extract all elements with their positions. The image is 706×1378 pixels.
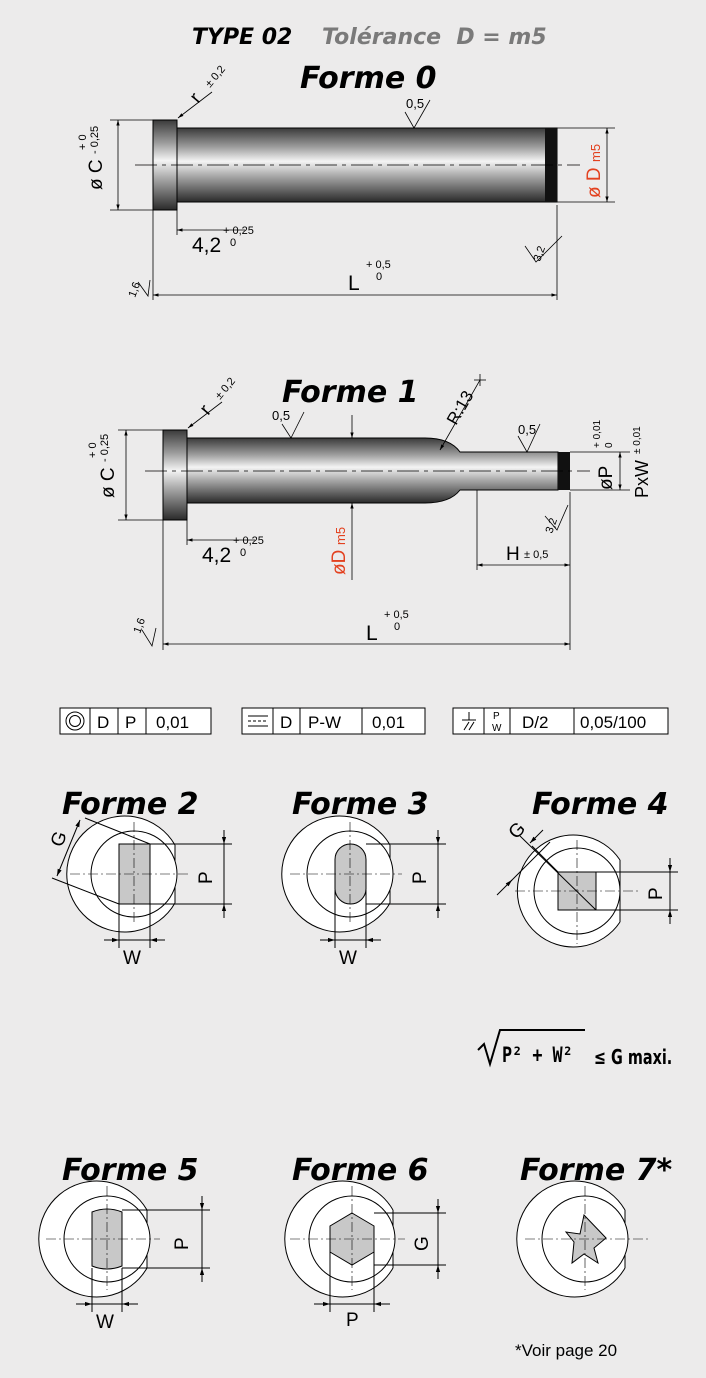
type-label: TYPE 02 — [192, 25, 292, 50]
forme-1-dimensions — [118, 374, 630, 650]
tolerance-frame-perpendicularity — [452, 707, 669, 735]
frame-1-cell-1: D — [97, 713, 109, 732]
frame-3-cell-d2: D/2 — [522, 713, 548, 732]
forme-1-len-up: + 0,5 — [384, 609, 409, 621]
forme-1-p-tol-dn: 0 — [604, 442, 615, 448]
tolerance-label: Tolérance D = m5 — [322, 25, 547, 50]
forme-5-p: P — [172, 1237, 193, 1250]
forme-0-head-dn: 0 — [230, 237, 236, 249]
forme-1-c-tol-up: + 0 — [87, 442, 99, 458]
forme-6-g: G — [412, 1236, 433, 1251]
forme-1-r: r — [196, 400, 217, 419]
forme-1-title: Forme 1 — [282, 375, 419, 410]
sqrt-icon — [477, 1029, 585, 1068]
frame-1-cell-2: P — [125, 713, 136, 732]
forme-1-rough-right: 3,2 — [544, 517, 561, 535]
forme-4-section — [496, 829, 678, 948]
forme-2-w: W — [123, 948, 141, 969]
forme-2-g: G — [47, 829, 72, 850]
footnote: *Voir page 20 — [515, 1341, 617, 1360]
forme-6-title: Forme 6 — [292, 1153, 429, 1188]
forme-0-len: L — [348, 272, 360, 295]
frame-3-cell-p: P — [493, 711, 500, 722]
forme-1-c-label: ø C — [98, 467, 119, 498]
symmetry-icon — [248, 715, 268, 727]
forme-4-title: Forme 4 — [532, 787, 669, 822]
forme-1-p-tol-up: + 0,01 — [592, 419, 603, 448]
forme-3-title: Forme 3 — [292, 787, 429, 822]
forme-1-rough-left: 1,6 — [132, 617, 149, 635]
forme-4-g: G — [505, 818, 530, 843]
forme-3-section — [281, 815, 446, 948]
forme-1-r-tol: ± 0,2 — [213, 376, 238, 402]
forme-7-title: Forme 7* — [520, 1153, 672, 1188]
forme-1-head: 4,2 — [202, 544, 231, 567]
forme-6-p: P — [346, 1310, 359, 1331]
forme-1-len: L — [366, 622, 378, 645]
forme-1-h-tol: ± 0,5 — [524, 549, 548, 561]
forme-1-rough-a: 0,5 — [272, 408, 290, 423]
frame-2-cell-2: P-W — [308, 713, 341, 732]
forme-0-dimensions — [110, 91, 615, 300]
forme-7-section — [516, 1180, 650, 1298]
forme-1-p-label: øP — [596, 466, 617, 490]
forme-1-c-tol-dn: - 0,25 — [99, 434, 111, 462]
forme-0-head-up: + 0,25 — [223, 225, 254, 237]
forme-1-head-up: + 0,25 — [233, 535, 264, 547]
forme-0-len-dn: 0 — [376, 271, 382, 283]
frame-3-cell-tol: 0,05/100 — [580, 713, 646, 732]
frame-2-cell-1: D — [280, 713, 292, 732]
forme-0-c-tol-dn: - 0,25 — [89, 126, 101, 154]
forme-0-rough-left: 1,6 — [127, 281, 144, 299]
forme-0-d-fit: m5 — [588, 144, 603, 162]
forme-0-r-tol: ± 0,2 — [203, 64, 228, 90]
tolerance-frame-concentricity — [59, 707, 212, 735]
concentricity-icon — [65, 711, 85, 731]
forme-2-section — [51, 815, 232, 948]
forme-0-head: 4,2 — [192, 234, 221, 257]
forme-0-d-label: ø D — [584, 167, 605, 198]
forme-3-p: P — [410, 871, 431, 884]
forme-1-pw-label: PxW — [632, 460, 652, 498]
forme-1-len-dn: 0 — [394, 621, 400, 633]
forme-3-w: W — [339, 948, 357, 969]
formula-expr: P² + W² — [502, 1043, 573, 1067]
frame-1-cell-3: 0,01 — [156, 713, 189, 732]
forme-0-len-up: + 0,5 — [366, 259, 391, 271]
forme-0-pin — [135, 119, 580, 211]
forme-1-pw-tol: ± 0,01 — [632, 426, 643, 454]
forme-1-h-label: H — [506, 544, 520, 565]
formula: P² + W² ≤ G maxi. — [477, 1029, 672, 1070]
perpendicularity-icon — [462, 712, 476, 731]
forme-5-w: W — [96, 1312, 114, 1333]
forme-1-d-label: øD — [329, 550, 350, 575]
forme-0-c-tol-up: + 0 — [77, 134, 89, 150]
forme-0-title: Forme 0 — [300, 61, 437, 96]
forme-0-rough-right: 3,2 — [532, 245, 549, 263]
frame-3-cell-w: W — [492, 723, 502, 734]
forme-1-pin — [145, 429, 590, 521]
frame-2-cell-3: 0,01 — [372, 713, 405, 732]
forme-4-p: P — [646, 887, 667, 900]
forme-2-p: P — [196, 871, 217, 884]
formula-cmp: ≤ G maxi. — [594, 1047, 672, 1070]
forme-5-section — [38, 1180, 210, 1312]
forme-1-rough-b: 0,5 — [518, 422, 536, 437]
forme-6-section — [284, 1180, 446, 1312]
forme-1-head-dn: 0 — [240, 547, 246, 559]
forme-0-rough-top: 0,5 — [406, 96, 424, 111]
tolerance-frame-symmetry — [241, 707, 426, 735]
forme-0-c-label: ø C — [86, 159, 107, 190]
forme-1-d-fit: m5 — [333, 527, 348, 545]
